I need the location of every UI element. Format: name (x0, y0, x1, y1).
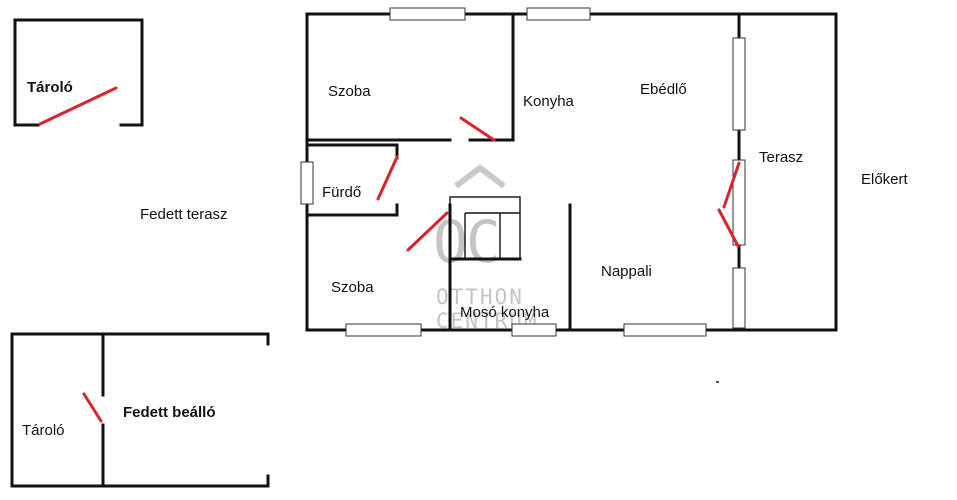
window-szoba-top (389, 7, 466, 21)
window-ebedlo (732, 37, 746, 131)
doors (376, 116, 741, 252)
door-terasz-upper (722, 161, 741, 209)
label-terasz: Terasz (759, 149, 803, 166)
door-terasz-lower (717, 208, 740, 248)
label-szoba-top: Szoba (328, 83, 371, 100)
watermark-roof-icon (454, 164, 506, 189)
window-konyha (526, 7, 591, 21)
window-nappali (623, 323, 707, 337)
covered-parking (10, 332, 270, 488)
label-storage-bottom: Tároló (22, 422, 65, 439)
label-nappali: Nappali (601, 263, 652, 280)
label-szoba-bottom: Szoba (331, 279, 374, 296)
label-fedett-beallo: Fedett beálló (123, 404, 216, 421)
label-fedett-terasz: Fedett terasz (140, 206, 228, 223)
stair-detail (448, 196, 522, 261)
label-storage-top: Tároló (27, 79, 73, 96)
main-house-walls (305, 12, 838, 332)
door-storage-top (38, 86, 118, 126)
window-furdo (300, 161, 314, 205)
door-szoba-top (459, 116, 496, 142)
label-ebedlo: Ebédlő (640, 81, 687, 98)
watermark-logo: OC (433, 208, 499, 276)
door-szoba-bottom (406, 211, 449, 252)
label-elokert: Előkert (861, 171, 909, 188)
room-labels: Tároló Szoba Konyha Ebédlő Terasz Előker… (22, 79, 909, 439)
label-konyha: Konyha (523, 93, 575, 110)
window-moso (511, 323, 557, 337)
door-furdo (376, 155, 399, 201)
windows (300, 7, 746, 337)
window-szoba-bottom (345, 323, 422, 337)
door-storage-bottom (82, 392, 103, 423)
window-nappali-side (732, 267, 746, 329)
label-furdo: Fürdő (322, 184, 361, 201)
storage-top-left (13, 18, 144, 127)
label-moso-konyha: Mosó konyha (460, 304, 550, 321)
